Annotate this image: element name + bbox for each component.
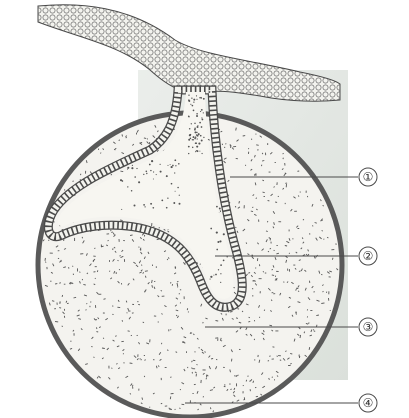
label-4: ④ [359,394,377,412]
label-2: ② [359,247,377,265]
label-1-text: ① [363,170,374,184]
label-3-text: ③ [363,320,374,334]
label-4-text: ④ [363,396,374,410]
label-2-text: ② [363,249,374,263]
label-3: ③ [359,318,377,336]
label-1: ① [359,168,377,186]
